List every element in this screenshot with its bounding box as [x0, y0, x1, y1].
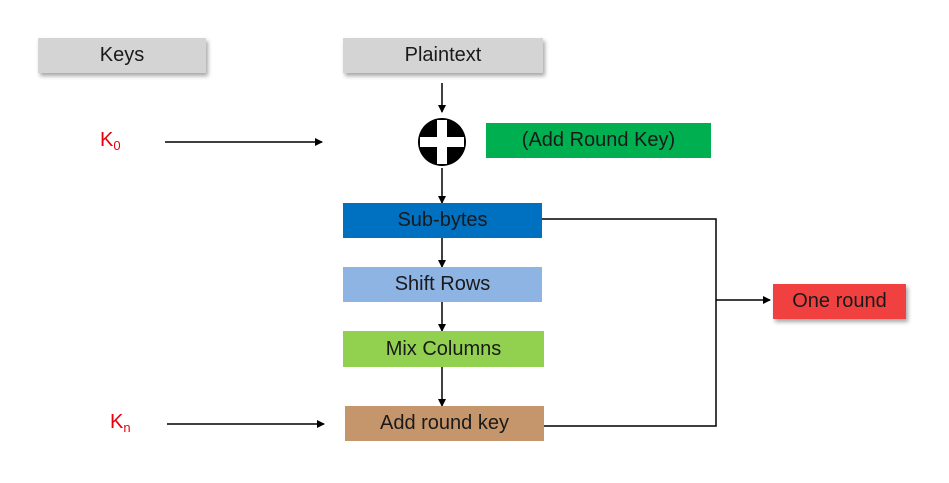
add-round-key-note-label: (Add Round Key)	[521, 129, 676, 151]
key-k0-letter: K	[100, 129, 114, 151]
key-kn: Kn	[110, 411, 131, 435]
key-kn-subscript: n	[123, 420, 131, 435]
round-bracket	[542, 218, 717, 427]
sub-bytes-label: Sub-bytes	[397, 209, 488, 231]
mix-columns-label: Mix Columns	[385, 337, 502, 360]
plaintext-label: Plaintext	[404, 44, 482, 66]
mix-columns-box: Mix Columns	[343, 331, 544, 367]
one-round-box: One round	[773, 284, 906, 319]
plaintext-box: Plaintext	[343, 38, 543, 73]
add-round-key-box: Add round key	[345, 406, 544, 441]
add-round-key-note-box: (Add Round Key)	[486, 123, 711, 158]
add-round-key-label: Add round key	[380, 412, 509, 434]
shift-rows-box: Shift Rows	[343, 267, 542, 302]
key-k0: K0	[100, 129, 121, 153]
key-kn-letter: K	[110, 411, 124, 433]
one-round-label: One round	[792, 290, 887, 312]
xor-circle-plus-icon	[418, 118, 466, 166]
key-k0-subscript: 0	[113, 138, 121, 153]
keys-label: Keys	[99, 44, 145, 66]
shift-rows-label: Shift Rows	[394, 273, 491, 295]
keys-box: Keys	[38, 38, 206, 73]
sub-bytes-box: Sub-bytes	[343, 203, 542, 238]
